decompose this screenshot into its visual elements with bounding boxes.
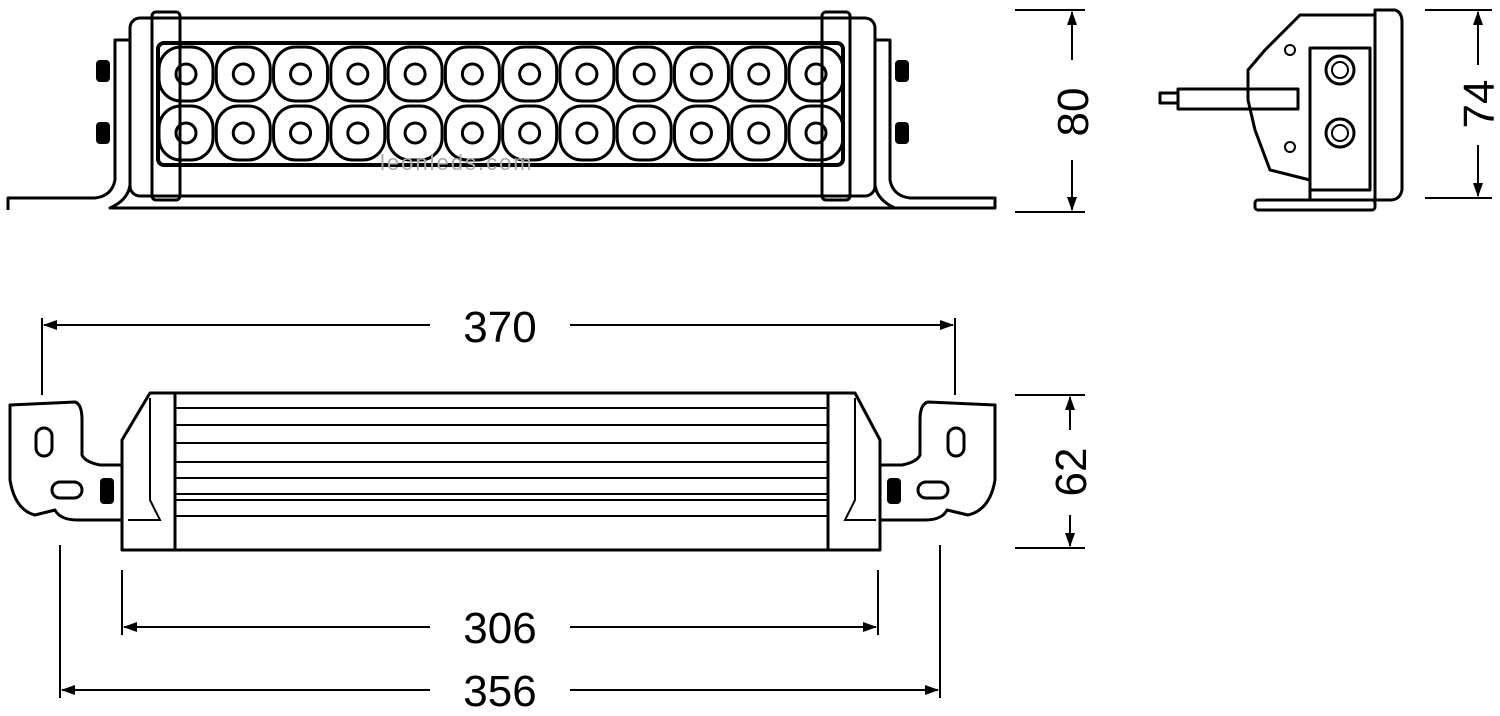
led-reflector: [214, 104, 272, 162]
led-reflector: [730, 45, 788, 103]
led-reflector: [501, 104, 559, 162]
watermark: leonleds.com: [380, 150, 534, 175]
dimension-top-depth: 62: [1015, 394, 1096, 549]
led-reflector: [787, 104, 845, 162]
dimension-side-height: 74: [1425, 9, 1500, 199]
led-emitter: [460, 62, 484, 86]
dimension-front-height: 80: [1015, 9, 1098, 213]
dimension-overall-width: 370: [41, 303, 956, 395]
led-emitter: [747, 121, 771, 145]
led-emitter: [460, 121, 484, 145]
dimension-label-370: 370: [463, 303, 536, 352]
led-reflector: [329, 45, 387, 103]
housing: [128, 16, 877, 198]
led-reflector: [787, 45, 845, 103]
led-emitter: [575, 121, 599, 145]
led-emitter: [804, 62, 828, 86]
led-emitter: [804, 121, 828, 145]
top-view: [8, 391, 997, 552]
led-reflector: [443, 104, 501, 162]
led-array: [157, 45, 845, 162]
led-emitter: [346, 121, 370, 145]
lens-panel: [156, 41, 845, 167]
led-reflector: [615, 104, 673, 162]
dimension-label-356: 356: [463, 667, 536, 716]
dimension-body-length: 306: [121, 570, 879, 653]
dimension-label-74: 74: [1455, 80, 1500, 129]
led-reflector: [386, 104, 444, 162]
side-view: [1158, 8, 1404, 212]
led-emitter: [518, 62, 542, 86]
dimension-label-80: 80: [1049, 88, 1098, 137]
dimension-mount-spacing: 356: [59, 545, 941, 716]
led-emitter: [231, 121, 255, 145]
led-reflector: [730, 104, 788, 162]
side-bolts: [96, 60, 909, 144]
power-cable: [1176, 87, 1300, 111]
led-emitter: [403, 62, 427, 86]
dimension-label-62: 62: [1047, 448, 1096, 497]
led-reflector: [386, 45, 444, 103]
led-reflector: [329, 104, 387, 162]
led-reflector: [558, 45, 616, 103]
led-emitter: [632, 62, 656, 86]
led-emitter: [575, 62, 599, 86]
led-reflector: [214, 45, 272, 103]
led-emitter: [231, 62, 255, 86]
dimension-label-306: 306: [463, 604, 536, 653]
led-reflector: [615, 45, 673, 103]
led-emitter: [518, 121, 542, 145]
led-reflector: [157, 45, 215, 103]
led-emitter: [632, 121, 656, 145]
led-reflector: [157, 104, 215, 162]
led-emitter: [289, 121, 313, 145]
led-reflector: [272, 104, 330, 162]
led-emitter: [346, 62, 370, 86]
led-emitter: [689, 62, 713, 86]
led-emitter: [289, 62, 313, 86]
led-reflector: [501, 45, 559, 103]
led-emitter: [747, 62, 771, 86]
led-emitter: [174, 121, 198, 145]
led-emitter: [403, 121, 427, 145]
led-emitter: [689, 121, 713, 145]
led-reflector: [558, 104, 616, 162]
front-view: leonleds.com: [6, 10, 997, 210]
led-reflector: [272, 45, 330, 103]
led-emitter: [174, 62, 198, 86]
led-reflector: [672, 104, 730, 162]
led-reflector: [672, 45, 730, 103]
led-reflector: [443, 45, 501, 103]
